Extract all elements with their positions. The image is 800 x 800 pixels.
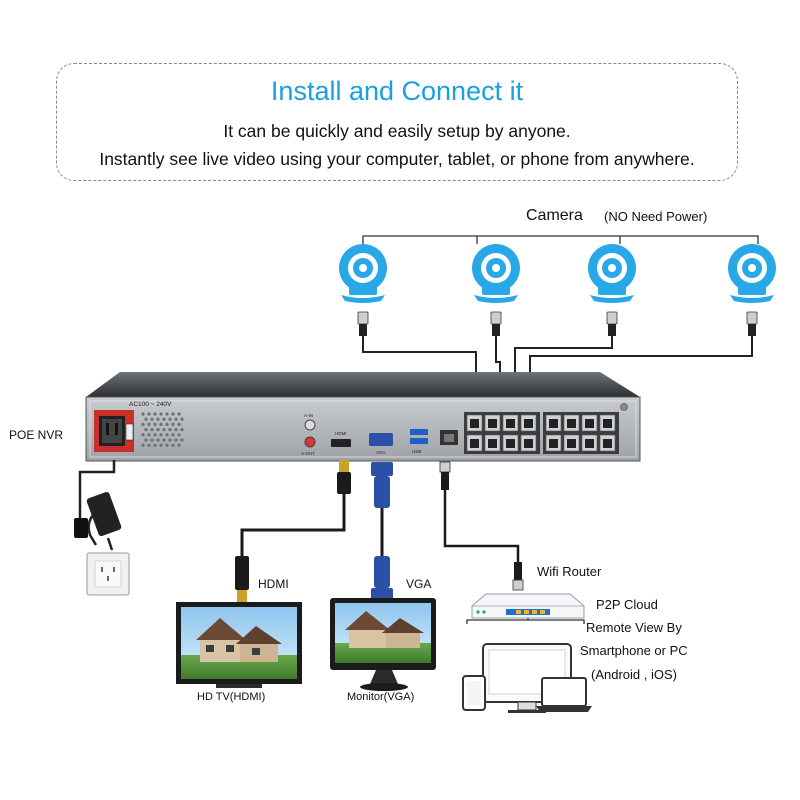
dome-camera-icon [472,244,520,303]
cloud-line-4: (Android , iOS) [591,667,677,682]
header-title: Install and Connect it [270,76,524,106]
dome-camera-icon [728,244,776,303]
monitor-label: Monitor(VGA) [347,691,415,703]
header-subtitle-2: Instantly see live video using your comp… [99,149,695,169]
audio-in-jack [304,419,316,431]
audio-in-label: A-IN [304,413,313,418]
camera-bracket [362,235,759,244]
wifi-router [471,593,585,619]
remote-devices [462,643,592,713]
cloud-line-1: P2P Cloud [596,597,658,612]
vga-monitor [330,598,436,691]
cloud-line-3: Smartphone or PC [580,643,688,658]
audio-out-label: A-OUT [301,451,315,456]
camera-cables [362,335,753,376]
usb-port-2 [410,438,428,444]
poe-port-bank [464,412,619,454]
camera-label: Camera [526,207,583,224]
network-cable [439,461,524,591]
usb-port-1 [410,429,428,435]
power-adapter [74,460,122,551]
hdmi-port [331,439,351,447]
hdmi-cable-label: HDMI [258,577,289,591]
dome-camera-icon [588,244,636,303]
camera-group [339,244,776,303]
router-label: Wifi Router [537,564,602,579]
header-panel: Install and Connect it It can be quickly… [56,63,738,181]
ground-screw [620,403,628,411]
vga-cable [371,462,393,600]
vga-port-label: VGA [376,450,386,455]
poe-nvr [85,372,641,462]
laptop [541,677,587,707]
power-spec-text: AC100 ~ 240V [129,401,172,408]
cloud-line-2: Remote View By [586,620,682,635]
audio-out-jack [304,436,316,448]
camera-power-note: (NO Need Power) [604,209,708,224]
hd-tv [176,602,302,688]
usb-port-label: USB [412,449,421,454]
vga-cable-label: VGA [406,577,432,591]
wall-socket [86,552,130,596]
hdmi-cable [235,460,351,602]
nvr-label: POE NVR [9,428,64,442]
fan-vent [141,412,184,447]
hdmi-port-label: HDMI [335,431,347,436]
hd-tv-label: HD TV(HDMI) [197,691,266,703]
devices-bracket [466,618,585,624]
dome-camera-icon [339,244,387,303]
vga-port [369,433,393,446]
header-subtitle-1: It can be quickly and easily setup by an… [223,121,571,141]
power-switch [125,423,134,441]
